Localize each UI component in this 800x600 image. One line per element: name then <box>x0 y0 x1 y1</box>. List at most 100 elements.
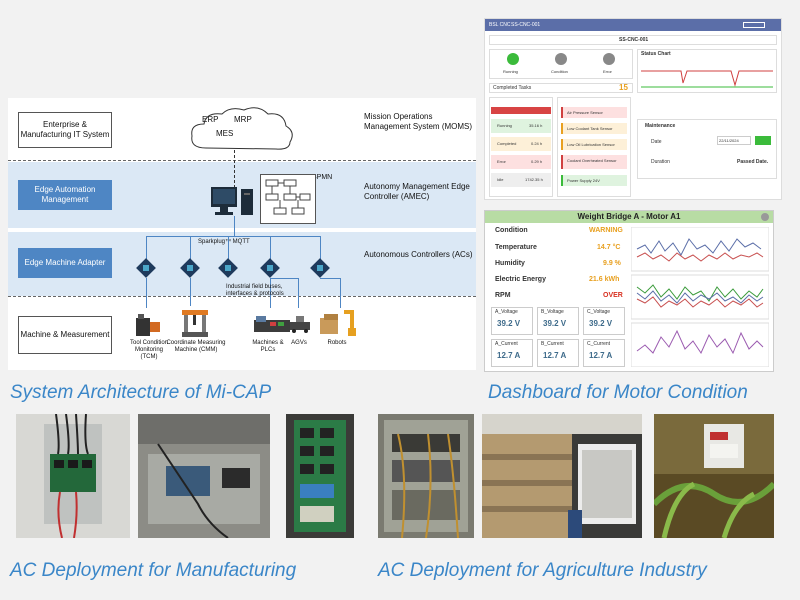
machine-label-plc: Machines & PLCs <box>252 340 284 353</box>
layer-edge-automation: Edge Automation Management <box>18 180 112 210</box>
time-row-value: 0.24 h <box>531 141 543 146</box>
maintenance-panel <box>637 119 777 179</box>
dashboard-header-app: BSL CNC <box>489 22 511 28</box>
ac-node-icon <box>260 258 280 278</box>
duration-value: Passed Date. <box>737 159 769 165</box>
fieldbus-label: Industrial field buses, interfaces & pro… <box>226 284 284 297</box>
current-value: 12.7 A <box>497 351 521 360</box>
caption-dashboard: Dashboard for Motor Condition <box>488 382 748 403</box>
trend-charts <box>631 227 769 367</box>
voltage-card <box>491 307 533 335</box>
voltage-label: B_Voltage <box>541 309 564 315</box>
sensor-panel <box>557 97 631 197</box>
separator <box>8 296 476 297</box>
connector-line <box>190 236 191 260</box>
status-chart-title: Status Chart <box>641 51 671 57</box>
voltage-label: A_Voltage <box>495 309 518 315</box>
photo-greenhouse-racks <box>482 414 642 538</box>
status-chart-line <box>641 70 773 88</box>
header-button[interactable] <box>743 22 765 28</box>
bpmn-label: BPMN <box>312 174 333 181</box>
time-row <box>491 155 551 169</box>
voltage-label: C_Voltage <box>587 309 611 315</box>
sensor-label: Coolant Overheated Sensor <box>567 158 617 163</box>
voltage-value: 39.2 V <box>589 319 613 328</box>
date-input[interactable] <box>717 136 751 145</box>
connector-line <box>146 236 147 260</box>
cmm-machine-icon <box>182 310 208 337</box>
plc-machine-icon <box>254 316 290 332</box>
mqtt-label: Sparkplug™ MQTT <box>198 239 250 245</box>
metric-label: Electric Energy <box>495 276 546 283</box>
ac-node-icon <box>218 258 238 278</box>
date-label: Date <box>651 139 662 145</box>
motor-dashboard: Weight Bridge A - Motor A1 Condition WAR… <box>484 210 774 372</box>
ac-node-icon <box>180 258 200 278</box>
current-label: B_Current <box>541 341 564 347</box>
time-row-value: 35.16 h <box>529 123 543 128</box>
connector-line <box>270 278 271 308</box>
time-row-value: 0.29 h <box>531 159 543 164</box>
duration-label: Duration <box>651 159 670 165</box>
cloud-mrp: MRP <box>234 115 252 124</box>
caption-architecture: System Architecture of Mi-CAP <box>10 382 272 403</box>
current-value: 12.7 A <box>589 351 613 360</box>
sensor-row <box>561 123 627 134</box>
time-row-label: Idle <box>497 177 504 182</box>
sensor-row <box>561 155 627 169</box>
status-chart-panel <box>637 49 777 93</box>
caption-manufacturing: AC Deployment for Manufacturing <box>10 560 297 581</box>
sensor-label: Low Oil Lubrication Sensor <box>567 142 615 147</box>
label-moms: Mission Operations Management System (MO… <box>364 112 473 131</box>
time-row-label: Completed <box>497 141 517 146</box>
caption-agriculture: AC Deployment for Agriculture Industry <box>378 560 707 581</box>
time-row-label: Running <box>497 123 512 128</box>
connector-line <box>340 278 341 308</box>
bpmn-diagram-icon <box>260 174 316 224</box>
layer-machine: Machine & Measurement <box>18 316 112 354</box>
current-card <box>537 339 579 367</box>
title-bar <box>489 35 777 45</box>
tcm-machine-icon <box>136 314 160 336</box>
sensor-label: Power Supply 24V <box>567 178 600 183</box>
metric-value: WARNING <box>589 227 623 234</box>
maintenance-title: Maintenance <box>645 123 676 129</box>
error-indicator <box>603 53 615 65</box>
metric-label: Temperature <box>495 244 537 251</box>
sensor-row <box>561 139 627 150</box>
ac-node-icon <box>136 258 156 278</box>
time-row <box>491 119 551 133</box>
time-row <box>491 173 551 187</box>
voltage-value: 39.2 V <box>543 319 567 328</box>
connector-line <box>234 216 235 236</box>
time-row-label: Error <box>497 159 506 164</box>
completed-label: Completed Tasks <box>493 85 532 91</box>
ac-node-icon <box>310 258 330 278</box>
photo-control-cabinet <box>378 414 474 538</box>
machine-title: SS-CNC-001 <box>619 37 649 43</box>
sensor-row <box>561 175 627 186</box>
save-date-button[interactable] <box>755 136 771 145</box>
status-label: Running <box>503 69 518 74</box>
current-card <box>583 339 625 367</box>
status-panel <box>489 49 633 79</box>
robot-icon <box>320 310 356 336</box>
time-panel <box>489 97 553 197</box>
machine-label-agv: AGVs <box>291 340 307 346</box>
connector-line <box>270 236 271 260</box>
machine-label-tcm: Tool Condition Monitoring (TCM) <box>129 340 169 360</box>
sensor-row <box>561 107 627 118</box>
label-amec: Autonomy Management Edge Controller (AME… <box>364 182 470 201</box>
settings-icon[interactable] <box>761 213 769 221</box>
cloud-erp: ERP <box>202 115 219 124</box>
label-acs: Autonomous Controllers (ACs) <box>364 250 473 259</box>
connector-line <box>146 278 147 308</box>
metric-value: 14.7 °C <box>597 244 621 251</box>
metric-label: Humidity <box>495 260 525 267</box>
metric-value: 9.9 % <box>603 260 621 267</box>
photo-controller-wiring <box>16 414 130 538</box>
connector-line <box>320 236 321 260</box>
voltage-value: 39.2 V <box>497 319 521 328</box>
photo-sensor-box-plants <box>654 414 774 538</box>
dashboard-header <box>485 19 781 31</box>
